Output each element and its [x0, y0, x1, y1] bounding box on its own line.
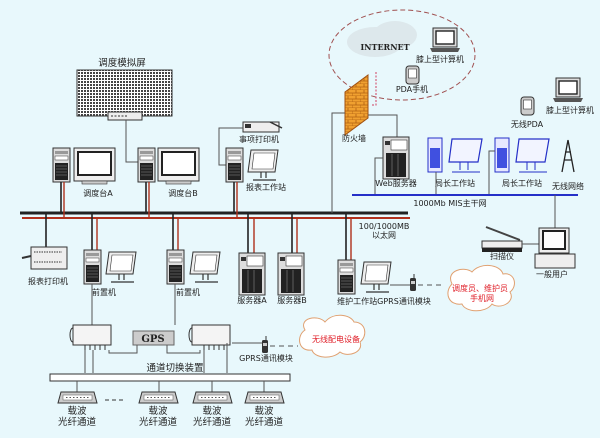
wireless-laptop: 膝上型计算机	[546, 77, 594, 115]
report-printer-label: 报表打印机	[28, 276, 68, 286]
web-server-label: Web服务器	[375, 178, 416, 188]
wireless-pda: 无线PDA	[511, 96, 544, 129]
server-b: 服务器B	[277, 252, 307, 305]
event-printer-label: 事项打印机	[239, 134, 279, 144]
gps-unit: GPS	[108, 330, 201, 354]
channel-switch-bus: 通道切换装置	[49, 343, 291, 401]
event-printer: 事项打印机	[218, 121, 283, 166]
fiber-4-label: 光纤通道	[245, 416, 284, 428]
server-a-label: 服务器A	[237, 295, 267, 305]
maintenance-station: 维护工作站GPRS通讯模块	[337, 259, 445, 306]
server-b-label: 服务器B	[277, 295, 307, 305]
front-end-1: 前置机	[83, 249, 137, 325]
console-a-label: 调度台A	[83, 188, 113, 198]
director-station-1: 局长工作站	[427, 137, 483, 195]
director-station-2-label: 局长工作站	[502, 178, 542, 188]
wireless-tower: 无线网络	[552, 139, 584, 191]
fiber-1-label: 光纤通道	[58, 416, 97, 428]
wireless-distribution-cloud: 无线配电设备	[299, 314, 366, 358]
carrier-channel-3: 载波 光纤通道	[192, 391, 233, 428]
sim-screen-label: 调度模拟屏	[98, 57, 146, 69]
carrier-1-label: 载波	[67, 405, 87, 417]
server-a: 服务器A	[237, 252, 267, 305]
sim-screen-grid	[76, 69, 173, 117]
firewall-label: 防火墙	[342, 133, 366, 143]
firewall: 防火墙	[331, 74, 398, 213]
carrier-channel-1: 载波 光纤通道	[57, 391, 98, 428]
maintenance-station-label: 维护工作站GPRS通讯模块	[337, 296, 431, 306]
channel-switch-1	[69, 324, 112, 351]
mis-backbone: 1000Mb MIS主干网	[352, 194, 578, 228]
report-station-label: 报表工作站	[246, 182, 286, 192]
main-ethernet-bus: 100/1000MB 以太网	[20, 182, 410, 260]
carrier-channel-2: 载波 光纤通道	[138, 391, 179, 428]
general-user-label: 一般用户	[536, 269, 568, 279]
wireless-distribution-label: 无线配电设备	[312, 334, 360, 344]
simulation-screen: 调度模拟屏	[76, 57, 173, 163]
scanner: 扫描仪	[481, 226, 540, 261]
carrier-2-label: 载波	[148, 405, 168, 417]
front-end-2-label: 前置机	[176, 287, 200, 297]
carrier-4-label: 载波	[254, 405, 274, 417]
gprs-module: GPRS通讯模块	[232, 335, 298, 363]
wireless-pda-label: 无线PDA	[511, 119, 544, 129]
wireless-network-label: 无线网络	[552, 181, 584, 191]
report-printer: 报表打印机	[21, 246, 68, 286]
carrier-3-label: 载波	[202, 405, 222, 417]
phone-network-label-1: 调度员、维护员	[452, 283, 508, 293]
phone-network-cloud: 调度员、维护员 手机网	[447, 265, 515, 312]
wireless-laptop-label: 膝上型计算机	[546, 105, 594, 115]
internet-zone: INTERNET 膝上型计算机 PDA手机	[328, 9, 476, 106]
ethernet-label-2: 以太网	[372, 230, 396, 240]
general-user: 一般用户	[534, 227, 576, 279]
fiber-3-label: 光纤通道	[193, 416, 232, 428]
console-b-label: 调度台B	[168, 188, 198, 198]
internet-label: INTERNET	[360, 42, 409, 52]
console-b: 调度台B	[137, 147, 200, 198]
web-server: Web服务器	[374, 136, 417, 195]
front-end-1-label: 前置机	[92, 287, 116, 297]
channel-switch-2	[188, 324, 231, 351]
director-station-1-label: 局长工作站	[435, 178, 475, 188]
mis-backbone-label: 1000Mb MIS主干网	[413, 198, 486, 208]
front-end-2: 前置机	[166, 249, 221, 325]
fiber-2-label: 光纤通道	[139, 416, 178, 428]
gps-label: GPS	[141, 334, 164, 345]
report-station: 报表工作站	[225, 147, 286, 192]
console-a: 调度台A	[52, 147, 116, 198]
ethernet-label-1: 100/1000MB	[359, 222, 410, 231]
internet-laptop-label: 膝上型计算机	[416, 54, 464, 64]
scanner-label: 扫描仪	[490, 251, 514, 261]
director-station-2: 局长工作站	[488, 137, 550, 195]
pda-phone-label: PDA手机	[396, 84, 428, 94]
phone-network-label-2: 手机网	[470, 293, 494, 303]
gprs-module-label: GPRS通讯模块	[239, 353, 293, 363]
carrier-channel-4: 载波 光纤通道	[244, 391, 285, 428]
channel-switch-label: 通道切换装置	[146, 362, 203, 374]
